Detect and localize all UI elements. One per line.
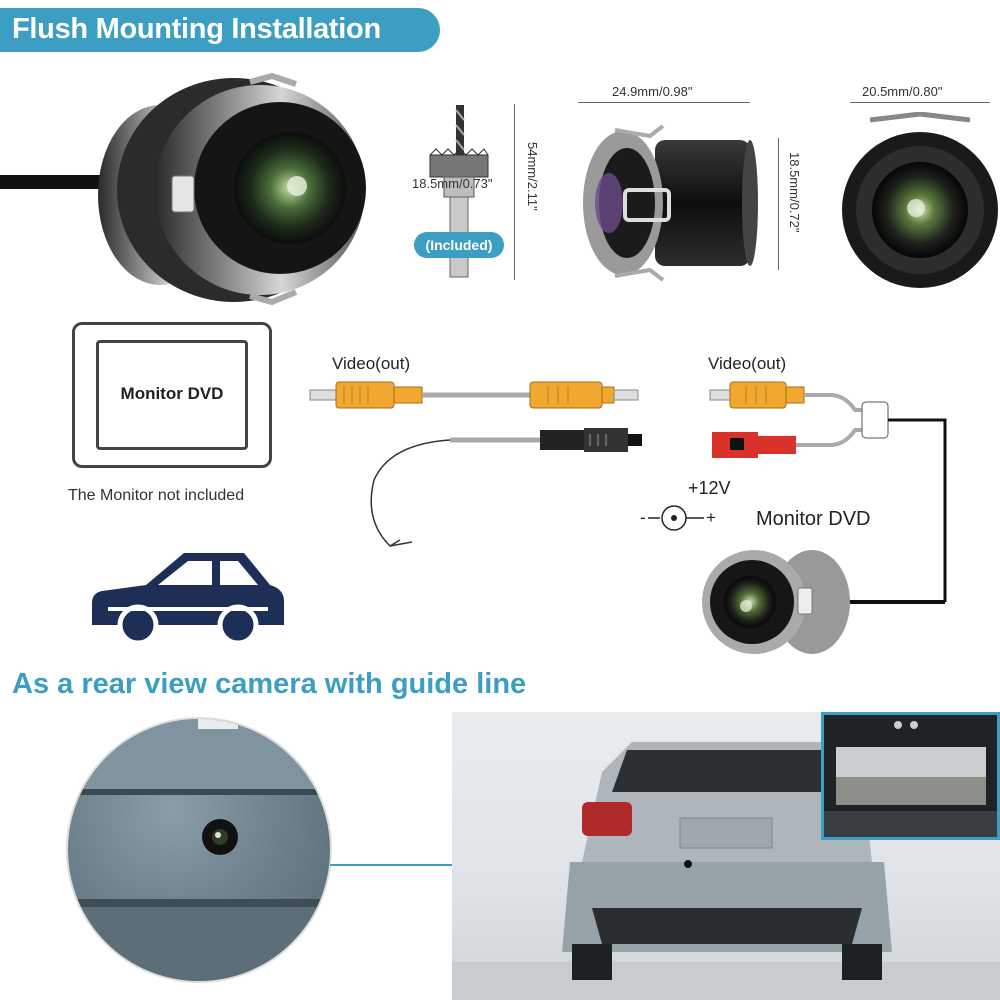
camera-diameter-line (850, 102, 990, 103)
section-title-rear-view: As a rear view camera with guide line (12, 668, 527, 700)
camera-diameter-label: 20.5mm/0.80" (862, 84, 943, 99)
camera-product-image (0, 72, 366, 306)
wiring-diagram (309, 381, 947, 602)
page-title: Flush Mounting Installation (12, 13, 381, 45)
rca-yellow-connector-left (309, 381, 423, 409)
monitor-dvd-label: Monitor DVD (756, 508, 871, 530)
bumper-closeup-image (66, 717, 332, 983)
included-badge: (Included) (414, 232, 504, 258)
drill-diameter-label: 18.5mm/0.73" (412, 176, 493, 191)
power-symbol-icon (648, 505, 704, 531)
dashboard-screen-inset (821, 712, 1000, 840)
rca-yellow-connector-middle (529, 381, 639, 409)
camera-height-line (778, 138, 779, 270)
monitor-screen (96, 340, 248, 450)
power-plug-connector (540, 428, 642, 452)
power-plus-label: + (706, 508, 716, 527)
camera-front-image (842, 112, 998, 288)
camera-width-line (578, 102, 750, 103)
monitor-label: Monitor DVD (120, 384, 224, 403)
camera-width-label: 24.9mm/0.98" (612, 84, 693, 99)
video-out-label-left: Video(out) (332, 354, 411, 373)
rca-yellow-connector-right (709, 381, 805, 409)
monitor-frame (72, 322, 272, 468)
camera-side-image (583, 124, 758, 282)
power-red-connector (712, 432, 796, 458)
power-minus-label: - (640, 508, 646, 527)
drill-bit-image (429, 105, 489, 278)
car-icon (92, 553, 284, 645)
camera-height-label: 18.5mm/0.72" (787, 152, 802, 233)
camera-wired-image (702, 550, 945, 654)
drill-length-line (514, 104, 515, 280)
monitor-not-included-note: The Monitor not included (68, 487, 245, 504)
power-12v-label: +12V (688, 478, 731, 498)
header-banner (0, 8, 440, 52)
drill-length-label: 54mm/2.11" (525, 142, 540, 211)
video-out-label-right: Video(out) (708, 354, 787, 373)
